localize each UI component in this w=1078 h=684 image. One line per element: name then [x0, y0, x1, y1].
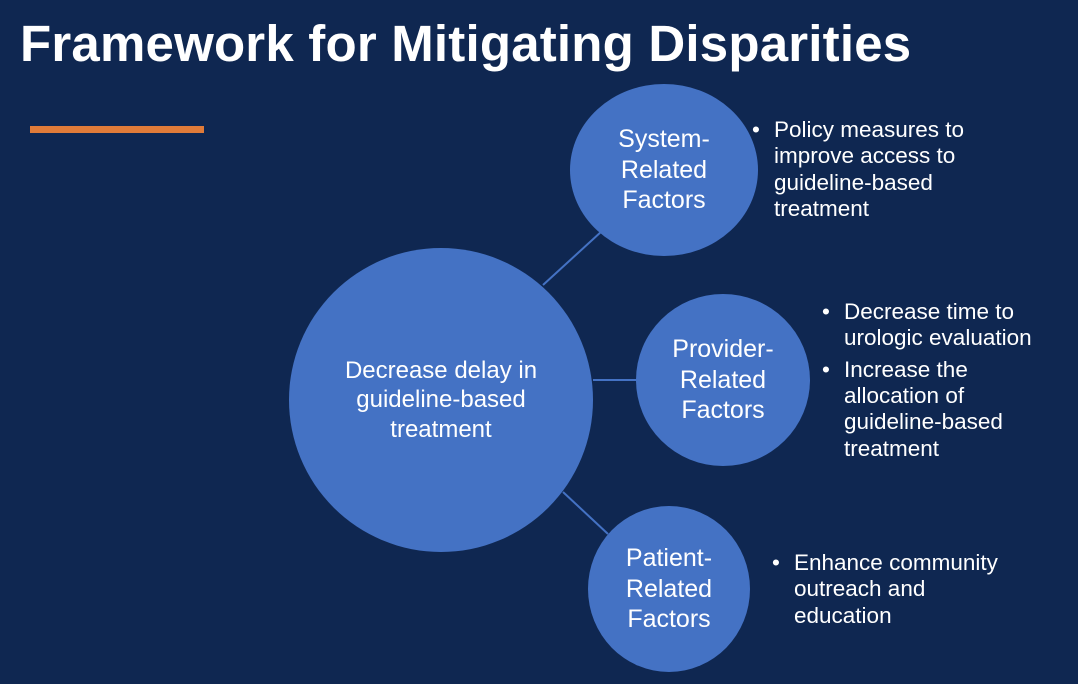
bullet-text: treatment	[844, 435, 940, 461]
bullet-item: • Enhance community outreach and educati…	[772, 550, 1062, 629]
bullet-text: allocation of	[844, 382, 965, 408]
bullet-text: improve access to	[774, 143, 956, 169]
patient-factors-circle: Patient- Related Factors	[588, 506, 750, 672]
center-circle: Decrease delay in guideline-based treatm…	[289, 248, 593, 552]
bullet-text: guideline-based	[844, 409, 1003, 435]
bullet-text: Increase the	[844, 356, 968, 382]
system-factors-circle: System- Related Factors	[570, 84, 758, 256]
bullet-item: • Decrease time to urologic evaluation	[822, 299, 1072, 352]
bullet-icon: •	[752, 117, 760, 142]
patient-bullet-list: • Enhance community outreach and educati…	[772, 550, 1062, 634]
center-line: guideline-based	[356, 386, 526, 414]
patient-factors-label: Factors	[627, 605, 711, 634]
bullet-text: treatment	[774, 195, 870, 221]
bullet-text: outreach and	[794, 576, 926, 602]
bullet-text: Policy measures to	[774, 117, 965, 142]
provider-factors-label: Factors	[681, 396, 765, 425]
provider-factors-circle: Provider- Related Factors	[636, 294, 810, 466]
provider-factors-label: Provider-	[672, 335, 774, 364]
provider-bullet-list: • Decrease time to urologic evaluation •…	[822, 299, 1072, 467]
system-bullet-list: • Policy measures to improve access to g…	[752, 117, 1052, 227]
center-line: Decrease delay in	[344, 357, 538, 385]
accent-bar	[30, 126, 204, 133]
bullet-icon: •	[822, 299, 830, 324]
system-factors-label: System-	[618, 125, 710, 154]
bullet-text: guideline-based	[774, 169, 933, 195]
connector-patient	[562, 491, 609, 535]
bullet-icon: •	[822, 356, 830, 382]
patient-factors-label: Related	[625, 574, 713, 603]
bullet-item: • Policy measures to improve access to g…	[752, 117, 1052, 222]
bullet-icon: •	[772, 550, 780, 575]
system-factors-label: Related	[620, 155, 708, 184]
system-factors-label: Factors	[622, 186, 706, 215]
center-line: treatment	[390, 415, 492, 443]
bullet-text: urologic evaluation	[844, 325, 1032, 351]
bullet-text: education	[794, 602, 892, 628]
bullet-item: • Increase the allocation of guideline-b…	[822, 357, 1072, 462]
bullet-text: Enhance community	[794, 550, 998, 575]
connector-system	[542, 230, 603, 286]
patient-factors-label: Patient-	[625, 544, 713, 573]
slide-title: Framework for Mitigating Disparities	[20, 15, 912, 72]
bullet-text: Decrease time to	[844, 299, 1015, 324]
provider-factors-label: Related	[679, 365, 767, 394]
